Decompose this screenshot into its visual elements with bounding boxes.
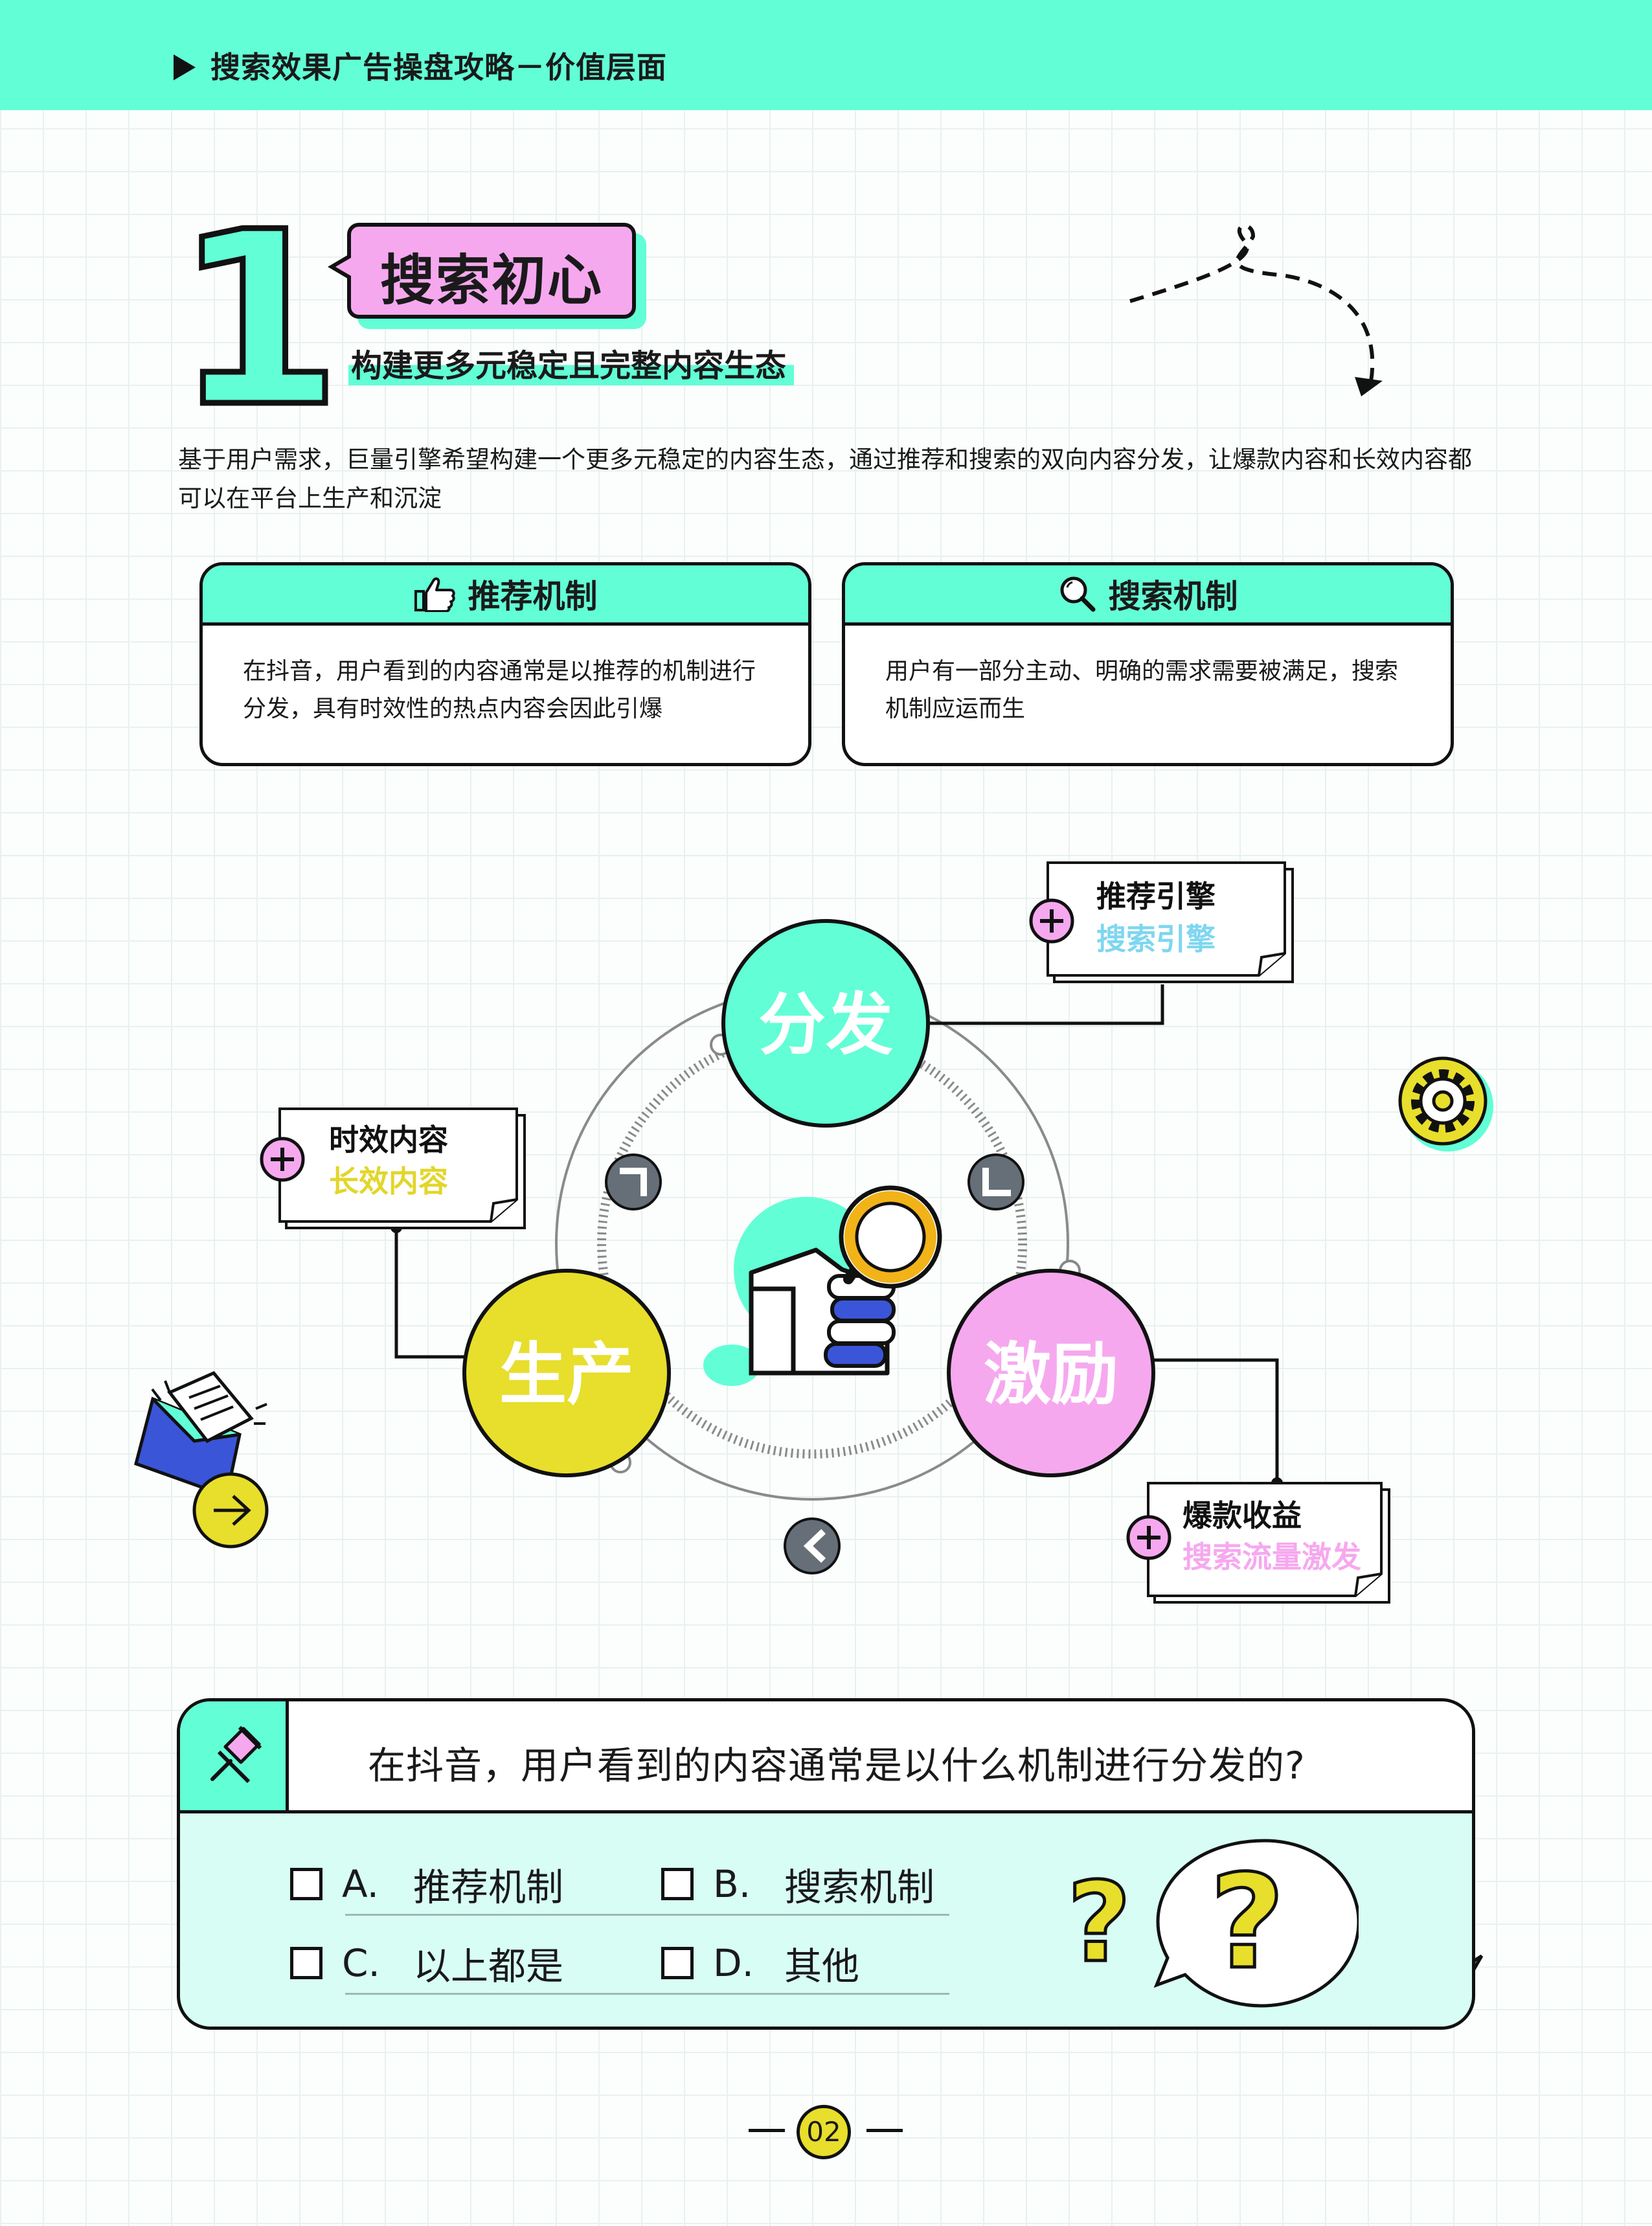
- thumbs-up-icon: [414, 577, 455, 612]
- option-text: 其他: [784, 1944, 860, 1988]
- note-recommend-line1: 推荐引擎: [1096, 879, 1216, 914]
- pushpin-icon: [210, 1725, 262, 1784]
- option-text: 搜索机制: [784, 1865, 935, 1909]
- node-incentive: [947, 1269, 1155, 1477]
- svg-text:?: ?: [1067, 1859, 1131, 1987]
- section-tag: 搜索初心: [347, 223, 636, 319]
- intro-paragraph: 基于用户需求，巨量引擎希望构建一个更多元稳定的内容生态，通过推荐和搜索的双向内容…: [178, 446, 1472, 512]
- quiz-box: 在抖音，用户看到的内容通常是以什么机制进行分发的? A. 推荐机制 B. 搜索机…: [177, 1698, 1484, 2030]
- quiz-question: 在抖音，用户看到的内容通常是以什么机制进行分发的?: [368, 1743, 1306, 1788]
- option-letter: B.: [713, 1862, 751, 1906]
- node-produce: [462, 1269, 671, 1477]
- card-search-body: 用户有一部分主动、明确的需求需要被满足，搜索机制应运而生: [885, 658, 1399, 722]
- svg-text:?: ?: [1210, 1847, 1285, 1998]
- section-tag-label: 搜索初心: [379, 249, 603, 312]
- checkbox-icon[interactable]: [290, 1947, 322, 1979]
- connector: [394, 1227, 473, 1359]
- page-dash-right: [866, 2129, 903, 2132]
- note-recommend-line2: 搜索引擎: [1096, 922, 1216, 957]
- top-header-bar: 搜索效果广告操盘攻略－价值层面: [0, 0, 1652, 110]
- note-revenue-line2: 搜索流量激发: [1182, 1539, 1361, 1574]
- question-mark-bubble-icon: ? ?: [1066, 1839, 1359, 2008]
- header-title: 搜索效果广告操盘攻略－价值层面: [210, 50, 667, 85]
- option-d[interactable]: D. 其他: [661, 1936, 859, 1990]
- card-search: 搜索机制 用户有一部分主动、明确的需求需要被满足，搜索机制应运而生: [842, 562, 1454, 766]
- note-revenue: 爆款收益 搜索流量激发: [1126, 1482, 1390, 1604]
- arrow-badge-right: [967, 1153, 1024, 1210]
- envelope-icon: [134, 1370, 269, 1549]
- option-divider: [345, 1914, 949, 1916]
- checkbox-icon[interactable]: [661, 1868, 694, 1900]
- dashed-arrow-icon: [1129, 223, 1383, 396]
- connector: [926, 984, 1164, 1025]
- option-letter: C.: [342, 1941, 380, 1985]
- hand-magnifier-illustration: [703, 1185, 942, 1386]
- node-produce-label: 生产: [499, 1335, 634, 1414]
- play-triangle-icon: [174, 54, 196, 80]
- pin-box: [180, 1701, 289, 1810]
- note-recommend-engine: 推荐引擎 搜索引擎: [1029, 861, 1294, 983]
- section-subtitle: 构建更多元稳定且完整内容生态: [348, 340, 795, 385]
- page-number: 02: [797, 2105, 851, 2159]
- card-search-header: 搜索机制: [845, 565, 1451, 626]
- option-c[interactable]: C. 以上都是: [290, 1936, 563, 1990]
- section-number: 1: [172, 181, 344, 460]
- option-divider: [345, 1993, 949, 1995]
- quiz-header: 在抖音，用户看到的内容通常是以什么机制进行分发的?: [180, 1701, 1472, 1813]
- page-dash-left: [749, 2129, 785, 2132]
- note-content-line2: 长效内容: [329, 1164, 448, 1199]
- checkbox-icon[interactable]: [661, 1947, 694, 1979]
- gear-icon: [1398, 1056, 1493, 1152]
- note-revenue-line1: 爆款收益: [1182, 1498, 1302, 1533]
- checkbox-icon[interactable]: [290, 1868, 322, 1900]
- tag-pointer-fill: [335, 258, 351, 276]
- option-b[interactable]: B. 搜索机制: [661, 1857, 934, 1911]
- connector: [1153, 1358, 1279, 1483]
- card-recommend-header: 推荐机制: [203, 565, 808, 626]
- search-icon: [1060, 576, 1095, 612]
- node-incentive-label: 激励: [984, 1335, 1118, 1414]
- note-content: 时效内容 长效内容: [260, 1107, 526, 1229]
- card-recommend-title: 推荐机制: [468, 578, 598, 615]
- option-letter: D.: [713, 1941, 754, 1985]
- arrow-badge-bottom: [784, 1517, 841, 1574]
- node-distribute-label: 分发: [758, 985, 893, 1064]
- option-letter: A.: [342, 1862, 379, 1906]
- arrow-badge-left: [605, 1153, 662, 1210]
- card-recommend: 推荐机制 在抖音，用户看到的内容通常是以推荐的机制进行分发，具有时效性的热点内容…: [199, 562, 811, 766]
- option-a[interactable]: A. 推荐机制: [290, 1857, 563, 1911]
- note-content-line1: 时效内容: [329, 1122, 448, 1157]
- card-recommend-body: 在抖音，用户看到的内容通常是以推荐的机制进行分发，具有时效性的热点内容会因此引爆: [243, 658, 756, 722]
- option-text: 推荐机制: [413, 1865, 564, 1909]
- node-distribute: [721, 919, 930, 1128]
- ecosystem-diagram: 分发 激励 生产 推荐引擎 搜索引擎 时效内容 长效内容: [134, 861, 1493, 1604]
- card-search-title: 搜索机制: [1108, 578, 1238, 615]
- option-text: 以上都是: [413, 1944, 564, 1988]
- quiz-frame: 在抖音，用户看到的内容通常是以什么机制进行分发的? A. 推荐机制 B. 搜索机…: [177, 1698, 1475, 2030]
